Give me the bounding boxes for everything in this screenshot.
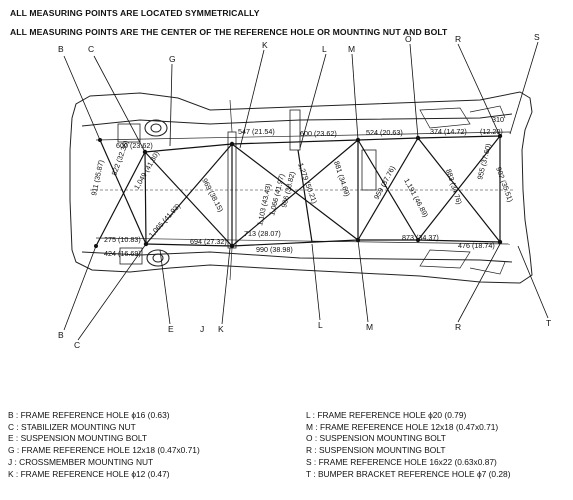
legend-left: B : FRAME REFERENCE HOLE ϕ16 (0.63) C : … <box>8 410 200 480</box>
legend-item-m: M : FRAME REFERENCE HOLE 12x18 (0.47x0.7… <box>306 421 499 432</box>
dim-476: 476 (18.74) <box>458 241 495 250</box>
label-e-bottom: E <box>168 324 174 334</box>
horizontal-dimensions: 547 (21.54) 600 (23.62) 524 (20.63) 374 … <box>104 115 504 258</box>
dim-990: 990 (38.98) <box>256 245 293 254</box>
point-letter-labels: B C G K L M O R S B C E J K L M R T <box>58 32 551 350</box>
dim-822: 822 (32.36) <box>109 139 130 177</box>
dim-1065: 1,065 (41.93) <box>147 202 182 240</box>
label-j-bottom: J <box>200 324 204 334</box>
dim-1049: 1,049 (41.30) <box>132 149 161 191</box>
dim-547: 547 (21.54) <box>238 127 275 136</box>
dim-600-top: 600 (23.62) <box>300 129 337 138</box>
legend-item-j: J : CROSSMEMBER MOUNTING NUT <box>8 456 154 467</box>
legend-item-t: T : BUMPER BRACKET REFERENCE HOLE ϕ7 (0.… <box>306 468 511 479</box>
dim-955: 955 (37.60) <box>475 143 493 181</box>
legend-item-g: G : FRAME REFERENCE HOLE 12x18 (0.47x0.7… <box>8 445 200 456</box>
dim-883: 883 (34.76) <box>444 168 464 206</box>
legend-item-k: K : FRAME REFERENCE HOLE ϕ12 (0.47) <box>8 468 170 479</box>
legend-item-l: L : FRAME REFERENCE HOLE ϕ20 (0.79) <box>306 410 467 420</box>
dim-310: 310 <box>492 115 504 124</box>
dim-911: 911 (35.87) <box>89 159 105 196</box>
label-b-top: B <box>58 44 64 54</box>
dim-881: 881 (34.69) <box>332 160 352 198</box>
header-line-1: ALL MEASURING POINTS ARE LOCATED SYMMETR… <box>10 8 260 18</box>
dim-275: 275 (10.83) <box>104 235 141 244</box>
dim-694: 694 (27.32) <box>190 237 227 246</box>
label-m-bottom: M <box>366 322 373 332</box>
dim-374: 374 (14.72) <box>430 127 467 136</box>
label-k-top: K <box>262 40 268 50</box>
dim-713: 713 (28.07) <box>244 229 281 238</box>
label-r-bottom: R <box>455 322 461 332</box>
dim-310-inch: (12.20) <box>480 127 503 136</box>
legend-item-o: O : SUSPENSION MOUNTING BOLT <box>306 433 446 444</box>
header-line-2: ALL MEASURING POINTS ARE THE CENTER OF T… <box>10 27 448 37</box>
legend-item-s: S : FRAME REFERENCE HOLE 16x22 (0.63x0.8… <box>306 456 497 467</box>
dim-600-left: 600 (23.62) <box>116 141 153 150</box>
dim-1279: 1,279 (50.21) <box>296 162 319 205</box>
label-b-bottom: B <box>58 330 64 340</box>
legend-right: L : FRAME REFERENCE HOLE ϕ20 (0.79) M : … <box>306 410 511 480</box>
dim-902: 902 (35.51) <box>494 166 515 204</box>
label-c-bottom: C <box>74 340 80 350</box>
label-m-top: M <box>348 44 355 54</box>
dim-969: 969 (38.15) <box>200 177 225 214</box>
label-l-bottom: L <box>318 320 323 330</box>
label-l-top: L <box>322 44 327 54</box>
dim-524: 524 (20.63) <box>366 128 403 137</box>
dim-1191: 1,191 (46.89) <box>402 177 430 219</box>
dim-873: 873 (34.37) <box>402 233 439 242</box>
label-t-bottom: T <box>546 318 551 328</box>
legend-item-e: E : SUSPENSION MOUNTING BOLT <box>8 433 147 444</box>
legend-item-c: C : STABILIZER MOUNTING NUT <box>8 421 136 432</box>
label-g-top: G <box>169 54 176 64</box>
underbody-outline <box>69 91 533 284</box>
label-r-top: R <box>455 34 461 44</box>
dim-424: 424 (16.69) <box>104 249 141 258</box>
label-c-top: C <box>88 44 94 54</box>
label-o-top: O <box>405 34 412 44</box>
label-k-bottom: K <box>218 324 224 334</box>
leader-lines <box>63 41 549 341</box>
legend-item-r: R : SUSPENSION MOUNTING BOLT <box>306 445 446 456</box>
legend-item-b: B : FRAME REFERENCE HOLE ϕ16 (0.63) <box>8 410 170 420</box>
diagonal-dimensions: 911 (35.87) 822 (32.36) 1,049 (41.30) 1,… <box>89 139 515 239</box>
label-s-top: S <box>534 32 540 42</box>
point-markers <box>94 133 503 249</box>
